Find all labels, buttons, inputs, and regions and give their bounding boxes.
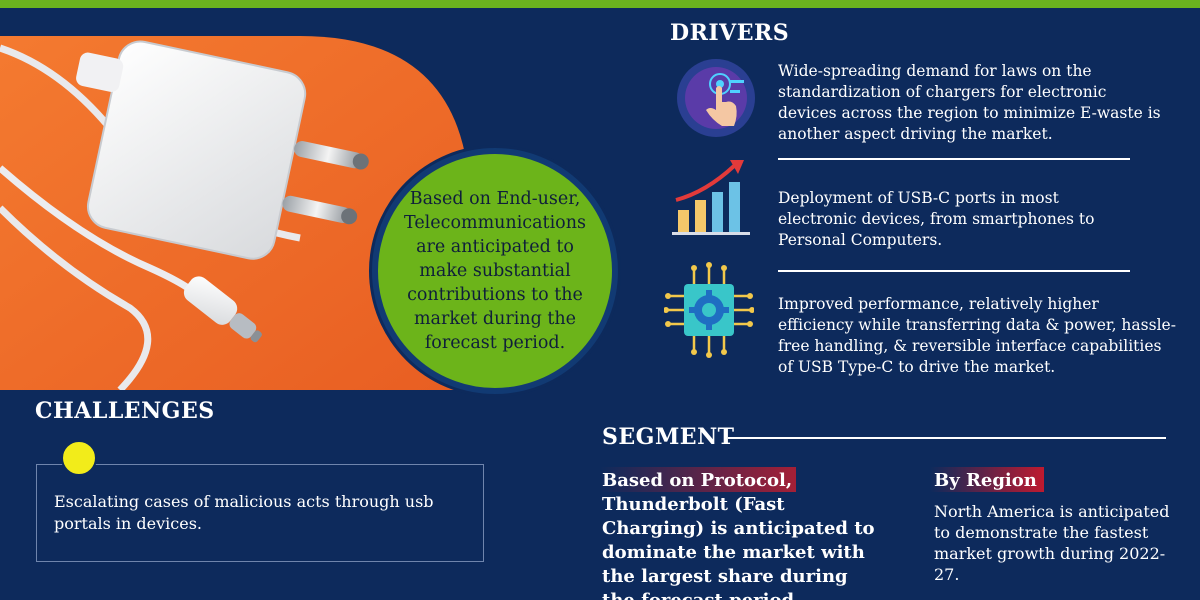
segment-region-text: North America is anticipated to demonstr… <box>934 502 1170 584</box>
charger-illustration <box>0 8 470 390</box>
drivers-divider-1 <box>778 158 1130 160</box>
segment-protocol-text: Based on Protocol, Thunderbolt (Fast Cha… <box>602 470 875 600</box>
drivers-title: DRIVERS <box>670 20 790 46</box>
segment-title: SEGMENT <box>602 424 735 450</box>
challenge-box <box>36 464 484 562</box>
driver-1-text: Wide-spreading demand for laws on the st… <box>778 62 1161 143</box>
challenge-bullet-icon <box>61 440 97 476</box>
segment-divider <box>728 437 1166 439</box>
challenges-title: CHALLENGES <box>35 398 215 424</box>
driver-2-text: Deployment of USB-C ports in most electr… <box>778 189 1095 249</box>
top-accent-bar <box>0 0 1200 8</box>
protocol-highlight <box>600 467 796 492</box>
chip-gear-icon <box>663 262 755 362</box>
drivers-divider-2 <box>778 270 1130 272</box>
end-user-callout-text: Based on End-user, Telecommunications ar… <box>404 189 586 353</box>
challenge-text: Escalating cases of malicious acts throu… <box>54 492 434 533</box>
driver-3-text: Improved performance, relatively higher … <box>778 295 1176 376</box>
end-user-callout: Based on End-user, Telecommunications ar… <box>372 148 618 394</box>
segment-region-title: By Region <box>934 470 1037 491</box>
touch-hand-icon <box>676 58 756 142</box>
charger-photo <box>0 8 470 390</box>
growth-chart-icon <box>670 156 756 242</box>
region-highlight <box>930 467 1044 492</box>
